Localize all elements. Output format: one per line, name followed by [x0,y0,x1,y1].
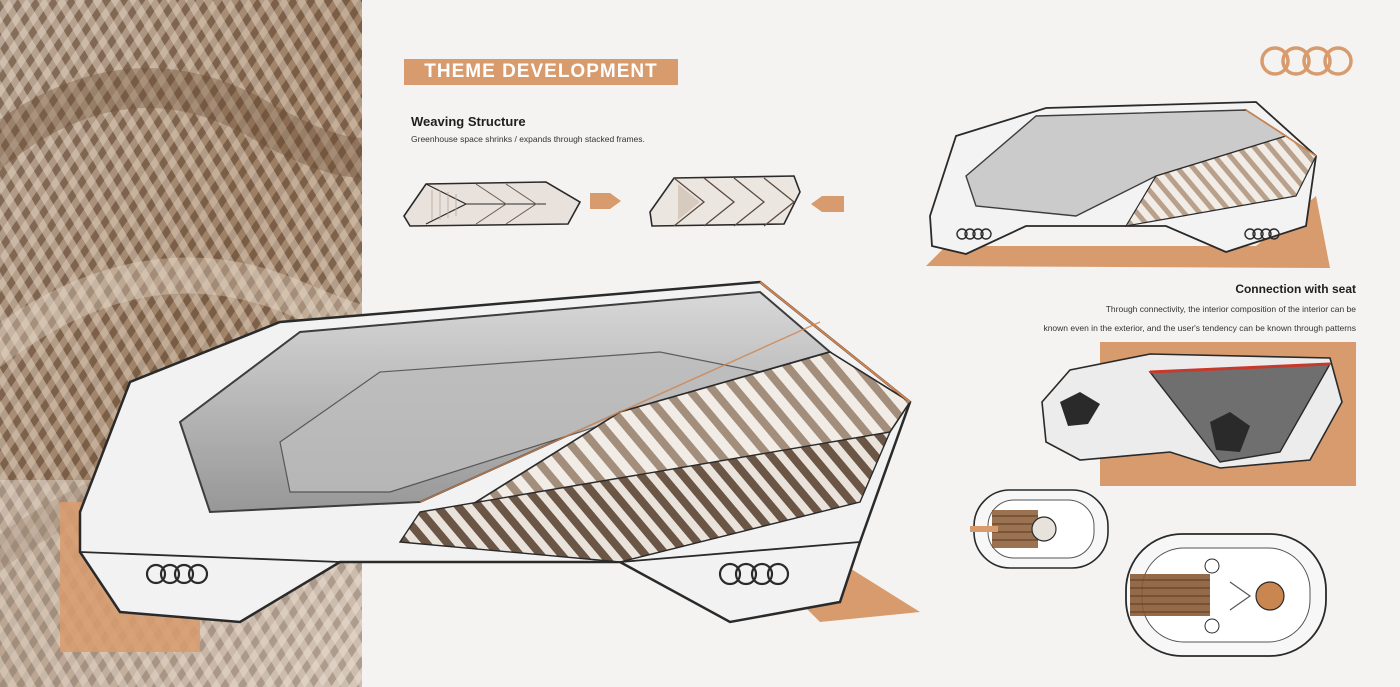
interior-top-view-sketch [1125,533,1327,657]
seat-connection-description: Through connectivity, the interior compo… [1016,300,1356,338]
arrow-left-icon [811,196,844,212]
arrow-right-icon [590,193,621,209]
four-rings-logo-icon [1260,46,1353,76]
weaving-description: Greenhouse space shrinks / expands throu… [411,134,645,144]
seat-connection-vehicle-sketch [1041,342,1356,486]
seat-description-line: Through connectivity, the interior compo… [1105,304,1356,314]
seat-connection-title: Connection with seat [1235,282,1356,296]
top-right-vehicle-sketch [926,101,1330,268]
expand-frame-sketch [649,175,801,227]
seat-top-view-sketch [970,489,1109,569]
seat-description-line: known even in the exterior, and the user… [1043,323,1356,333]
main-vehicle-sketch [60,280,920,652]
theme-banner: THEME DEVELOPMENT [404,59,678,85]
weaving-title: Weaving Structure [411,114,526,129]
shrink-frame-sketch [403,181,582,227]
